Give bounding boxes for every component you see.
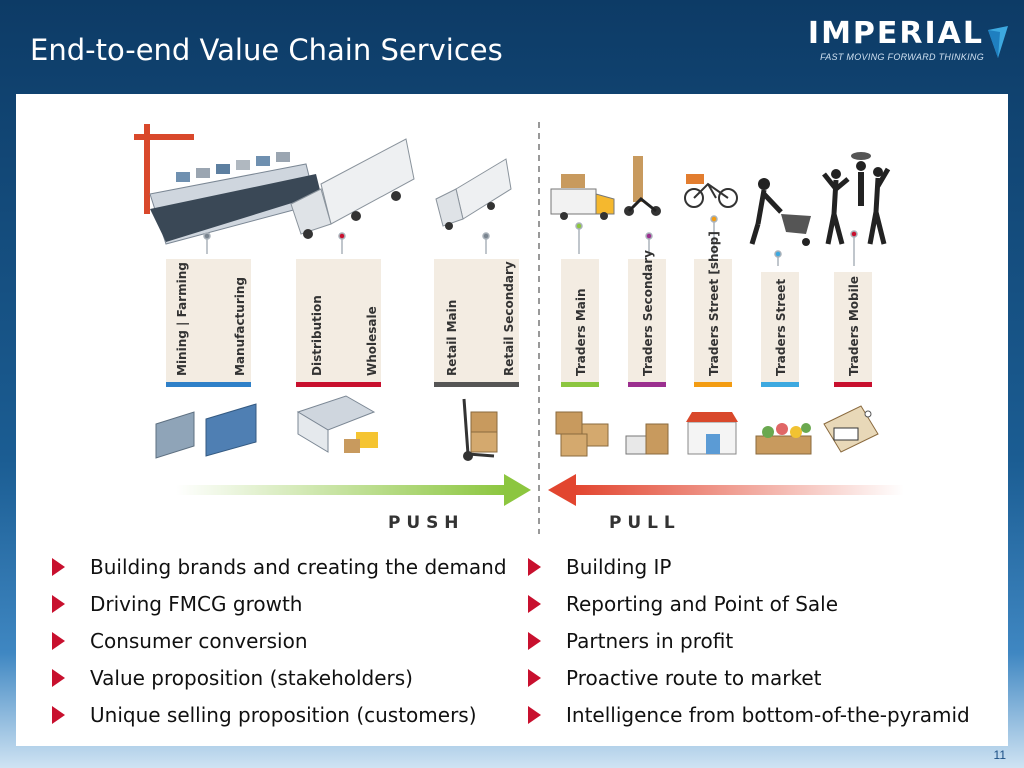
stage-bar-6: [694, 382, 732, 387]
warehouse-forklift-icon: [296, 395, 378, 453]
bullet-arrow-icon: [52, 705, 65, 724]
mobile-traders-people-icon: [822, 152, 891, 245]
stage-bar-4: [561, 382, 599, 387]
stage-bar-2: [296, 382, 381, 387]
list-item: Reporting and Point of Sale: [528, 585, 970, 622]
page-number: 11: [993, 748, 1006, 762]
bullet-arrow-icon: [528, 631, 541, 650]
scooter-with-boxes-icon: [624, 156, 661, 216]
street-vendor-wheelbarrow-icon: [749, 178, 811, 246]
stage-label-distribution: Distribution: [310, 295, 324, 376]
hand-truck-boxes-icon: [462, 398, 498, 461]
bullet-arrow-icon: [52, 631, 65, 650]
stage-bar-3: [434, 382, 519, 387]
cargo-ship-crane-icon: [134, 124, 321, 245]
produce-crates-icon: [755, 423, 812, 455]
bullet-arrow-icon: [52, 594, 65, 613]
slide-header: End-to-end Value Chain Services IMPERIAL…: [0, 0, 1024, 94]
stage-label-traders-street-shop: Traders Street [shop]: [707, 231, 721, 376]
list-item: Consumer conversion: [52, 622, 507, 659]
imperial-logo-word: IMPERIAL: [807, 16, 984, 51]
list-item: Value proposition (stakeholders): [52, 659, 507, 696]
pull-label: P U L L: [609, 513, 675, 533]
stage-label-traders-mobile: Traders Mobile: [847, 276, 861, 376]
imperial-logo-mark-icon: [988, 26, 1008, 58]
stage-label-traders-street: Traders Street: [774, 279, 788, 376]
list-item: Partners in profit: [528, 622, 970, 659]
bullet-arrow-icon: [528, 557, 541, 576]
stage-label-retail-main: Retail Main: [445, 300, 459, 376]
slide-title: End-to-end Value Chain Services: [30, 33, 503, 67]
pos-register-boxes-icon: [625, 423, 669, 455]
list-item: Proactive route to market: [528, 659, 970, 696]
stage-bar-7: [761, 382, 799, 387]
stage-label-wholesale: Wholesale: [365, 306, 379, 376]
delivery-van-icon: [550, 174, 615, 220]
stacked-boxes-icon: [555, 411, 609, 457]
long-truck-icon: [290, 138, 415, 239]
list-item: Unique selling proposition (customers): [52, 696, 507, 733]
stage-bar-8: [834, 382, 872, 387]
pull-arrow: [548, 474, 904, 506]
stage-bar-5: [628, 382, 666, 387]
stage-bar-1: [166, 382, 251, 387]
stage-label-columns: Mining | Farming Manufacturing Distribut…: [166, 231, 872, 387]
list-item: Building brands and creating the demand: [52, 548, 507, 585]
content-panel: Mining | Farming Manufacturing Distribut…: [16, 94, 1008, 746]
list-item: Intelligence from bottom-of-the-pyramid: [528, 696, 970, 733]
list-item: Building IP: [528, 548, 970, 585]
stage-label-traders-secondary: Traders Secondary: [641, 250, 655, 376]
list-item: Driving FMCG growth: [52, 585, 507, 622]
stage-label-retail-secondary: Retail Secondary: [502, 261, 516, 376]
imperial-logo-tagline: FAST MOVING FORWARD THINKING: [820, 52, 984, 62]
push-benefits-list: Building brands and creating the demand …: [52, 548, 507, 733]
bullet-arrow-icon: [52, 668, 65, 687]
bicycle-icon: [684, 174, 738, 208]
shipping-containers-icon: [155, 403, 257, 459]
bullet-arrow-icon: [528, 594, 541, 613]
pull-benefits-list: Building IP Reporting and Point of Sale …: [528, 548, 970, 733]
small-truck-icon: [435, 158, 512, 230]
stage-label-mining-farming: Mining | Farming: [175, 262, 189, 376]
bullet-arrow-icon: [52, 557, 65, 576]
bullet-arrow-icon: [528, 705, 541, 724]
push-arrow: [176, 474, 531, 506]
bullet-arrow-icon: [528, 668, 541, 687]
value-chain-diagram: Mining | Farming Manufacturing Distribut…: [134, 122, 904, 534]
market-stall-icon: [686, 412, 738, 455]
push-label: P U S H: [388, 513, 459, 533]
stage-label-traders-main: Traders Main: [574, 288, 588, 376]
price-tag-barcode-icon: [823, 405, 879, 453]
stage-label-manufacturing: Manufacturing: [233, 277, 247, 376]
